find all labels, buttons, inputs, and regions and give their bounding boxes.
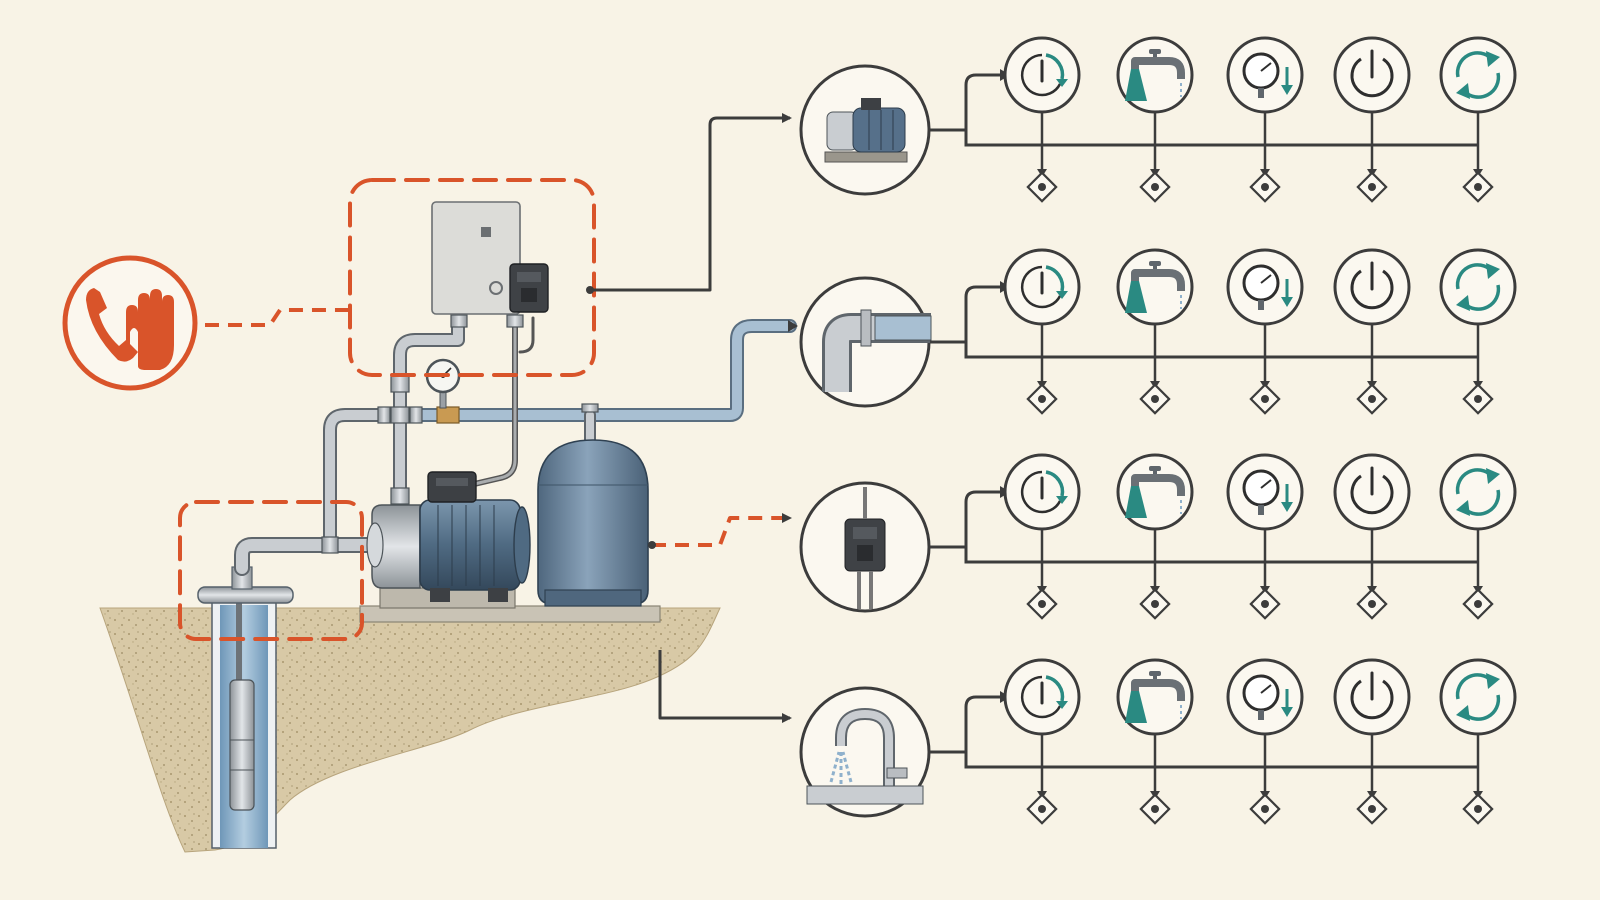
submersible-pump xyxy=(229,560,255,811)
step-timer-icon xyxy=(1003,658,1081,825)
step-faucet-flow-icon xyxy=(1116,248,1194,415)
power-icon xyxy=(1350,261,1394,310)
detail-row-switch xyxy=(799,453,1517,620)
diamond-node-icon xyxy=(1026,171,1058,203)
pressure-tank xyxy=(537,439,649,607)
stop-hand-icon xyxy=(126,289,174,370)
centrifugal-pump-icon xyxy=(799,64,931,196)
well-casing xyxy=(197,560,294,849)
pipe-fittings xyxy=(321,314,599,554)
diamond-node-icon xyxy=(1356,383,1388,415)
faucet-flow-icon xyxy=(1125,466,1185,518)
faucet-flow-icon xyxy=(1125,261,1185,313)
step-timer-icon xyxy=(1003,36,1081,203)
wellhead-zone xyxy=(178,500,364,641)
pipe-elbow-icon xyxy=(799,276,932,408)
detail-rows xyxy=(799,36,1517,825)
step-cycle-icon xyxy=(1439,658,1517,825)
step-gauge-drop-icon xyxy=(1226,36,1304,203)
cycle-icon xyxy=(1455,51,1501,99)
diamond-node-icon xyxy=(1026,588,1058,620)
step-power-icon xyxy=(1333,658,1411,825)
timer-icon xyxy=(1020,53,1068,97)
timer-icon xyxy=(1020,265,1068,309)
gauge-drop-icon xyxy=(1242,52,1293,98)
step-cycle-icon xyxy=(1439,36,1517,203)
cycle-icon xyxy=(1455,468,1501,516)
brass-valve xyxy=(436,406,460,424)
timer-icon xyxy=(1020,470,1068,514)
diamond-node-icon xyxy=(1249,793,1281,825)
timer-icon xyxy=(1020,675,1068,719)
pressure-switch-icon xyxy=(799,481,931,613)
cycle-icon xyxy=(1455,673,1501,721)
step-power-icon xyxy=(1333,248,1411,415)
step-cycle-icon xyxy=(1439,453,1517,620)
diamond-node-icon xyxy=(1249,588,1281,620)
step-faucet-flow-icon xyxy=(1116,453,1194,620)
step-timer-icon xyxy=(1003,248,1081,415)
power-icon xyxy=(1350,671,1394,720)
step-power-icon xyxy=(1333,36,1411,203)
step-gauge-drop-icon xyxy=(1226,658,1304,825)
gauge-drop-icon xyxy=(1242,264,1293,310)
safety-link xyxy=(205,308,350,327)
step-timer-icon xyxy=(1003,453,1081,620)
diamond-node-icon xyxy=(1356,793,1388,825)
diamond-node-icon xyxy=(1462,588,1494,620)
step-gauge-drop-icon xyxy=(1226,248,1304,415)
arrow-to-pipe xyxy=(788,320,798,332)
diamond-node-icon xyxy=(1139,383,1171,415)
diamond-node-icon xyxy=(1249,171,1281,203)
diamond-node-icon xyxy=(1026,383,1058,415)
faucet-flow-icon xyxy=(1125,49,1185,101)
connector-lines xyxy=(586,113,792,723)
diamond-node-icon xyxy=(1249,383,1281,415)
diamond-node-icon xyxy=(1026,793,1058,825)
diamond-node-icon xyxy=(1462,171,1494,203)
detail-row-pipe xyxy=(799,248,1517,415)
safety-warning xyxy=(62,255,198,391)
piping xyxy=(234,311,797,576)
gauge-drop-icon xyxy=(1242,674,1293,720)
faucet-icon xyxy=(799,686,931,818)
step-cycle-icon xyxy=(1439,248,1517,415)
phone-icon xyxy=(86,288,138,362)
ground xyxy=(99,605,721,853)
step-faucet-flow-icon xyxy=(1116,36,1194,203)
link-ground-to-faucet xyxy=(658,650,792,723)
power-icon xyxy=(1350,466,1394,515)
link-tank-to-switch xyxy=(648,513,792,549)
diamond-node-icon xyxy=(1356,588,1388,620)
diamond-node-icon xyxy=(1356,171,1388,203)
step-faucet-flow-icon xyxy=(1116,658,1194,825)
diamond-node-icon xyxy=(1139,171,1171,203)
faucet-flow-icon xyxy=(1125,671,1185,723)
motor xyxy=(419,471,531,602)
step-gauge-drop-icon xyxy=(1226,453,1304,620)
gauge-drop-icon xyxy=(1242,469,1293,515)
pressure-gauge xyxy=(425,358,461,409)
control-box xyxy=(431,201,521,315)
detail-row-faucet xyxy=(799,658,1517,825)
pressure-switch xyxy=(509,263,549,313)
link-control-to-pump xyxy=(586,113,792,294)
detail-row-pump xyxy=(799,36,1517,203)
power-icon xyxy=(1350,49,1394,98)
cycle-icon xyxy=(1455,263,1501,311)
diamond-node-icon xyxy=(1139,588,1171,620)
diamond-node-icon xyxy=(1462,383,1494,415)
step-power-icon xyxy=(1333,453,1411,620)
diamond-node-icon xyxy=(1139,793,1171,825)
diamond-node-icon xyxy=(1462,793,1494,825)
